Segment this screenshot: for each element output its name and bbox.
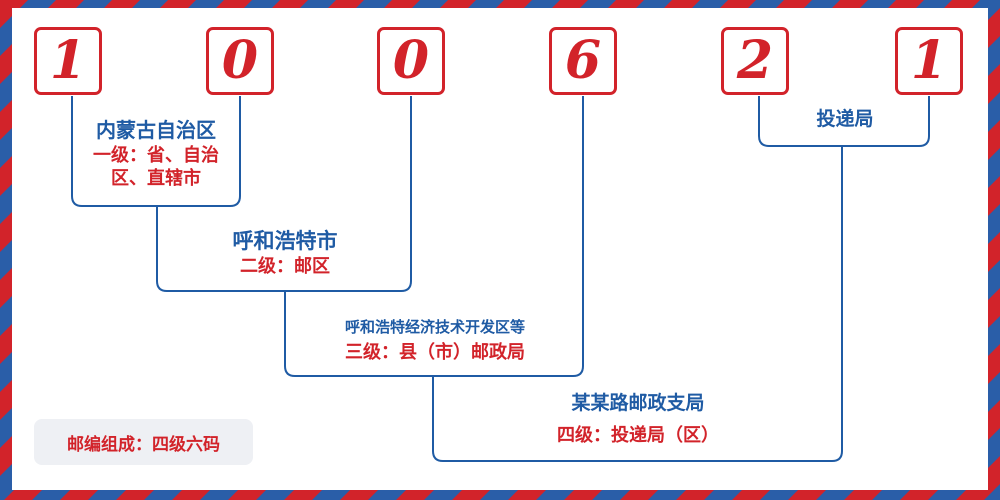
level-2-label: 呼和浩特市 二级：邮区 — [160, 228, 410, 279]
level-5-label: 投递局 — [762, 108, 928, 132]
level-4-label: 某某路邮政支局 四级：投递局（区） — [436, 392, 840, 447]
postcode-digit-4: 6 — [549, 27, 617, 95]
level-3-title: 呼和浩特经济技术开发区等 — [344, 318, 525, 336]
border-top — [0, 0, 1000, 8]
level-4-subtitle: 四级：投递局（区） — [557, 424, 719, 446]
connector-level-4 — [432, 146, 843, 462]
border-bottom — [0, 490, 1000, 500]
level-1-subtitle: 一级：省、自治区、直辖市 — [93, 145, 219, 189]
postcode-digit-1: 1 — [34, 27, 102, 95]
level-2-title: 呼和浩特市 — [232, 228, 338, 253]
border-right — [988, 0, 1000, 500]
level-4-title: 某某路邮政支局 — [571, 392, 705, 414]
postcode-digit-6: 1 — [895, 27, 963, 95]
postcode-digit-5: 2 — [721, 27, 789, 95]
level-1-label: 内蒙古自治区 一级：省、自治区、直辖市 — [80, 118, 232, 190]
level-1-title: 内蒙古自治区 — [96, 118, 216, 142]
level-5-title: 投递局 — [816, 108, 874, 130]
level-3-label: 呼和浩特经济技术开发区等 三级：县（市）邮政局 — [288, 318, 582, 364]
level-3-subtitle: 三级：县（市）邮政局 — [345, 341, 525, 363]
postcode-digit-2: 0 — [206, 27, 274, 95]
postcode-structure-badge: 邮编组成：四级六码 — [34, 419, 253, 465]
level-2-subtitle: 二级：邮区 — [240, 256, 330, 278]
border-left — [0, 0, 12, 500]
connector-level-5 — [758, 96, 930, 147]
postcode-digit-3: 0 — [377, 27, 445, 95]
